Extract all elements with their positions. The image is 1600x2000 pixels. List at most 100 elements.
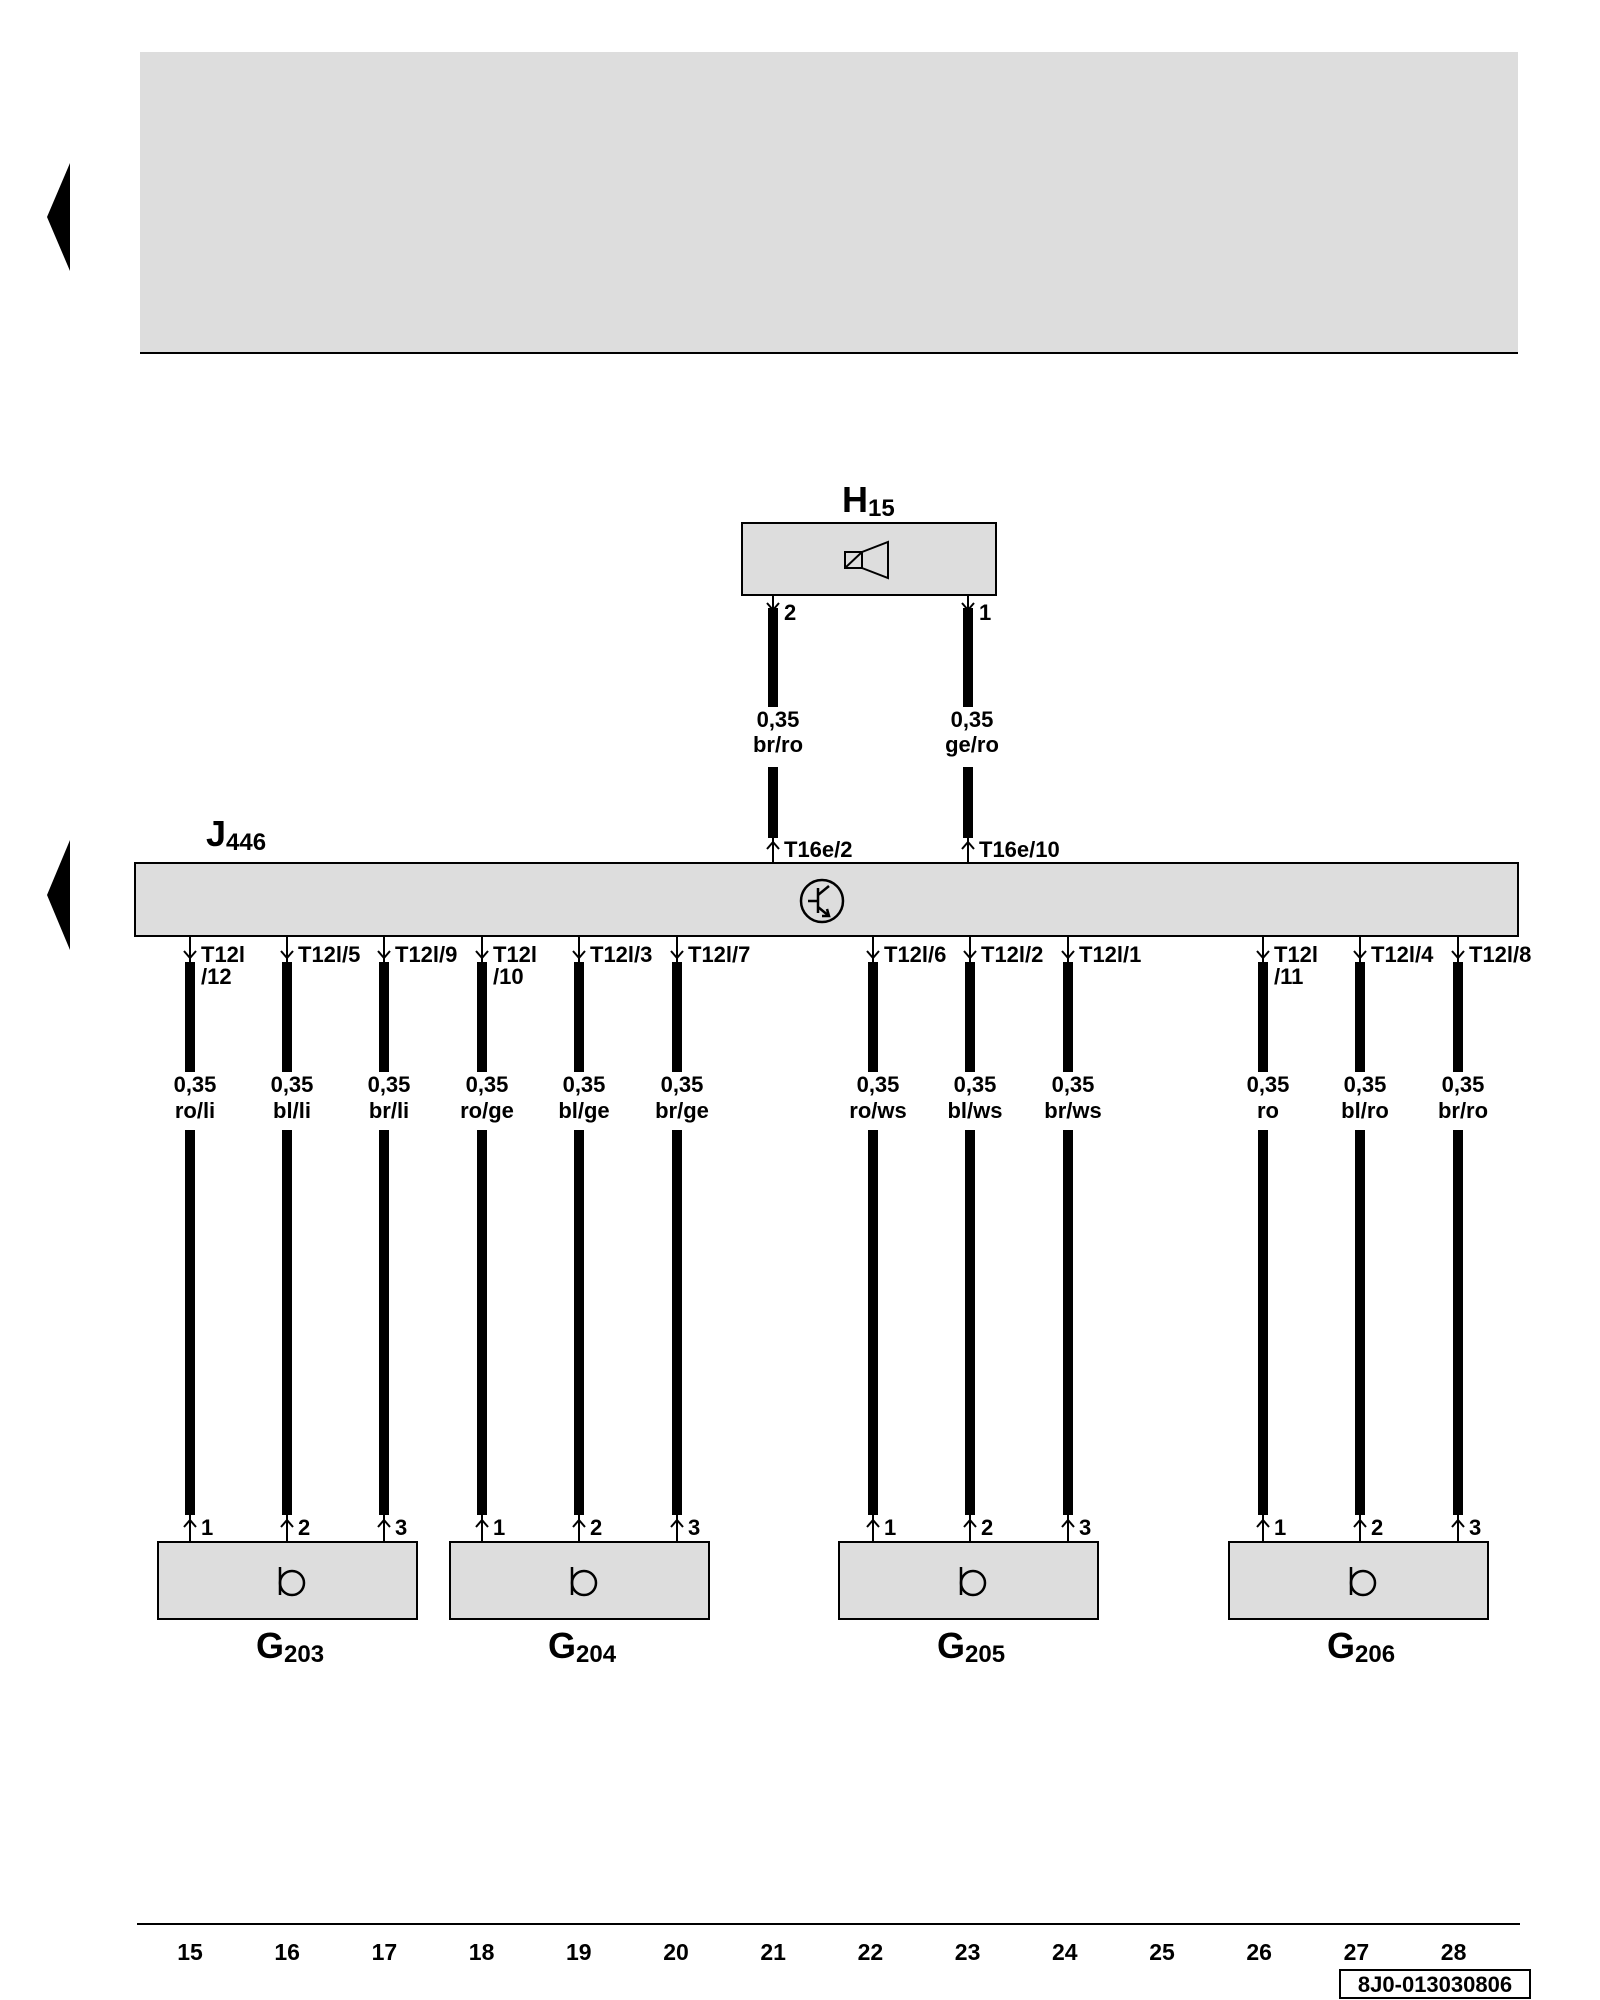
pin-arrow	[377, 1518, 391, 1528]
j446-pin-label: T12l	[1274, 942, 1318, 967]
j446-pin-label: T12l/2	[981, 942, 1043, 967]
h15-pin-2: 2	[784, 600, 796, 625]
wire-size: 0,35	[1052, 1072, 1095, 1097]
pin-arrow	[866, 950, 880, 960]
j446-label: J446	[206, 813, 266, 856]
sensor-g204: G204	[449, 1541, 710, 1668]
j446-pin-label: T12l/6	[884, 942, 946, 967]
j446-pin-label: T12l/5	[298, 942, 360, 967]
pin-arrow	[1353, 1518, 1367, 1528]
sensor-pin-label: 3	[1079, 1515, 1091, 1540]
j446-pin-label: T12l/7	[688, 942, 750, 967]
j446-pin-label: T12l/1	[1079, 942, 1141, 967]
wire-size: 0,35	[857, 1072, 900, 1097]
g203-label: G203	[256, 1625, 324, 1668]
pin-arrow	[1451, 1518, 1465, 1528]
wire-color: ro/ge	[460, 1098, 514, 1123]
speaker-icon	[844, 540, 889, 580]
wire-h15-pin1: 1 0,35 ge/ro T16e/10	[945, 595, 1060, 863]
pin-arrow	[280, 950, 294, 960]
wire-size: 0,35	[661, 1072, 704, 1097]
wire-size: 0,35	[271, 1072, 314, 1097]
wire-h15-pin2: 2 0,35 br/ro T16e/2	[753, 595, 853, 863]
g206-box	[1228, 1541, 1489, 1620]
pin-arrow	[377, 950, 391, 960]
current-path-number: 24	[1052, 1939, 1078, 1965]
pin-arrow	[183, 1518, 197, 1528]
pin-arrow	[280, 1518, 294, 1528]
current-path-number: 20	[663, 1939, 689, 1965]
j446-pin-label: T12l/3	[590, 942, 652, 967]
pin-arrow	[1256, 1518, 1270, 1528]
j446-pin-label: T12l/4	[1371, 942, 1434, 967]
j446-pin-label: T12l	[493, 942, 537, 967]
sensor-icon	[570, 1567, 598, 1597]
j446-pin-t16e-10: T16e/10	[979, 837, 1060, 862]
j446-pin-label: /12	[201, 964, 232, 989]
pin-arrow	[1256, 950, 1270, 960]
wire-color: ro	[1257, 1098, 1279, 1123]
wire-size: 0,35	[563, 1072, 606, 1097]
wire-color: bl/ws	[947, 1098, 1002, 1123]
wire-color: ro/li	[175, 1098, 215, 1123]
h15-box	[741, 522, 997, 596]
sensor-pin-label: 1	[201, 1515, 213, 1540]
sensor-g206: G206	[1228, 1541, 1489, 1668]
wire-size: 0,35	[1344, 1072, 1387, 1097]
current-path-number: 28	[1441, 1939, 1467, 1965]
sensor-pin-label: 2	[1371, 1515, 1383, 1540]
sensor-pin-label: 1	[493, 1515, 505, 1540]
wire-color: br/ge	[655, 1098, 709, 1123]
j446-box	[134, 862, 1519, 937]
previous-page-arrow-middle[interactable]	[47, 840, 70, 950]
g204-label: G204	[548, 1625, 617, 1668]
sensor-g205: G205	[838, 1541, 1099, 1668]
h15-label: H15	[842, 479, 895, 522]
wire-color: bl/li	[273, 1098, 311, 1123]
h15-pin-1: 1	[979, 600, 991, 625]
wire-size: 0,35	[1247, 1072, 1290, 1097]
wire-size-h15-pin2: 0,35	[757, 707, 800, 732]
pin-arrow	[866, 1518, 880, 1528]
current-path-number: 19	[566, 1939, 592, 1965]
current-path-number: 25	[1149, 1939, 1175, 1965]
sensor-icon	[278, 1567, 306, 1597]
sensor-icon	[959, 1567, 987, 1597]
pin-arrow	[1353, 950, 1367, 960]
sensor-g203: G203	[157, 1541, 418, 1668]
pin-arrow	[572, 950, 586, 960]
sensor-pin-label: 3	[395, 1515, 407, 1540]
pin-arrow	[572, 1518, 586, 1528]
sensor-wires: T12l/120,35ro/li1T12l/50,35bl/li2T12l/90…	[174, 936, 1531, 1542]
pin-arrow	[1451, 950, 1465, 960]
wire-color: br/ws	[1044, 1098, 1101, 1123]
wire-color: ro/ws	[849, 1098, 906, 1123]
previous-page-arrow-top[interactable]	[47, 163, 70, 271]
j446-pin-label: /11	[1274, 964, 1303, 989]
current-path-number: 27	[1344, 1939, 1370, 1965]
wire-size: 0,35	[954, 1072, 997, 1097]
pin-arrow	[670, 1518, 684, 1528]
wire-size: 0,35	[466, 1072, 509, 1097]
sensor-pin-label: 1	[1274, 1515, 1286, 1540]
sensor-pin-label: 2	[298, 1515, 310, 1540]
wire-size: 0,35	[368, 1072, 411, 1097]
j446-pin-label: /10	[493, 964, 524, 989]
pin-arrow	[1061, 950, 1075, 960]
j446-pin-label: T12l/8	[1469, 942, 1531, 967]
g203-box	[157, 1541, 418, 1620]
g206-label: G206	[1327, 1625, 1395, 1668]
sensor-pin-label: 2	[981, 1515, 993, 1540]
wire-color-h15-pin1: ge/ro	[945, 732, 999, 757]
j446-pin-label: T12l/9	[395, 942, 457, 967]
